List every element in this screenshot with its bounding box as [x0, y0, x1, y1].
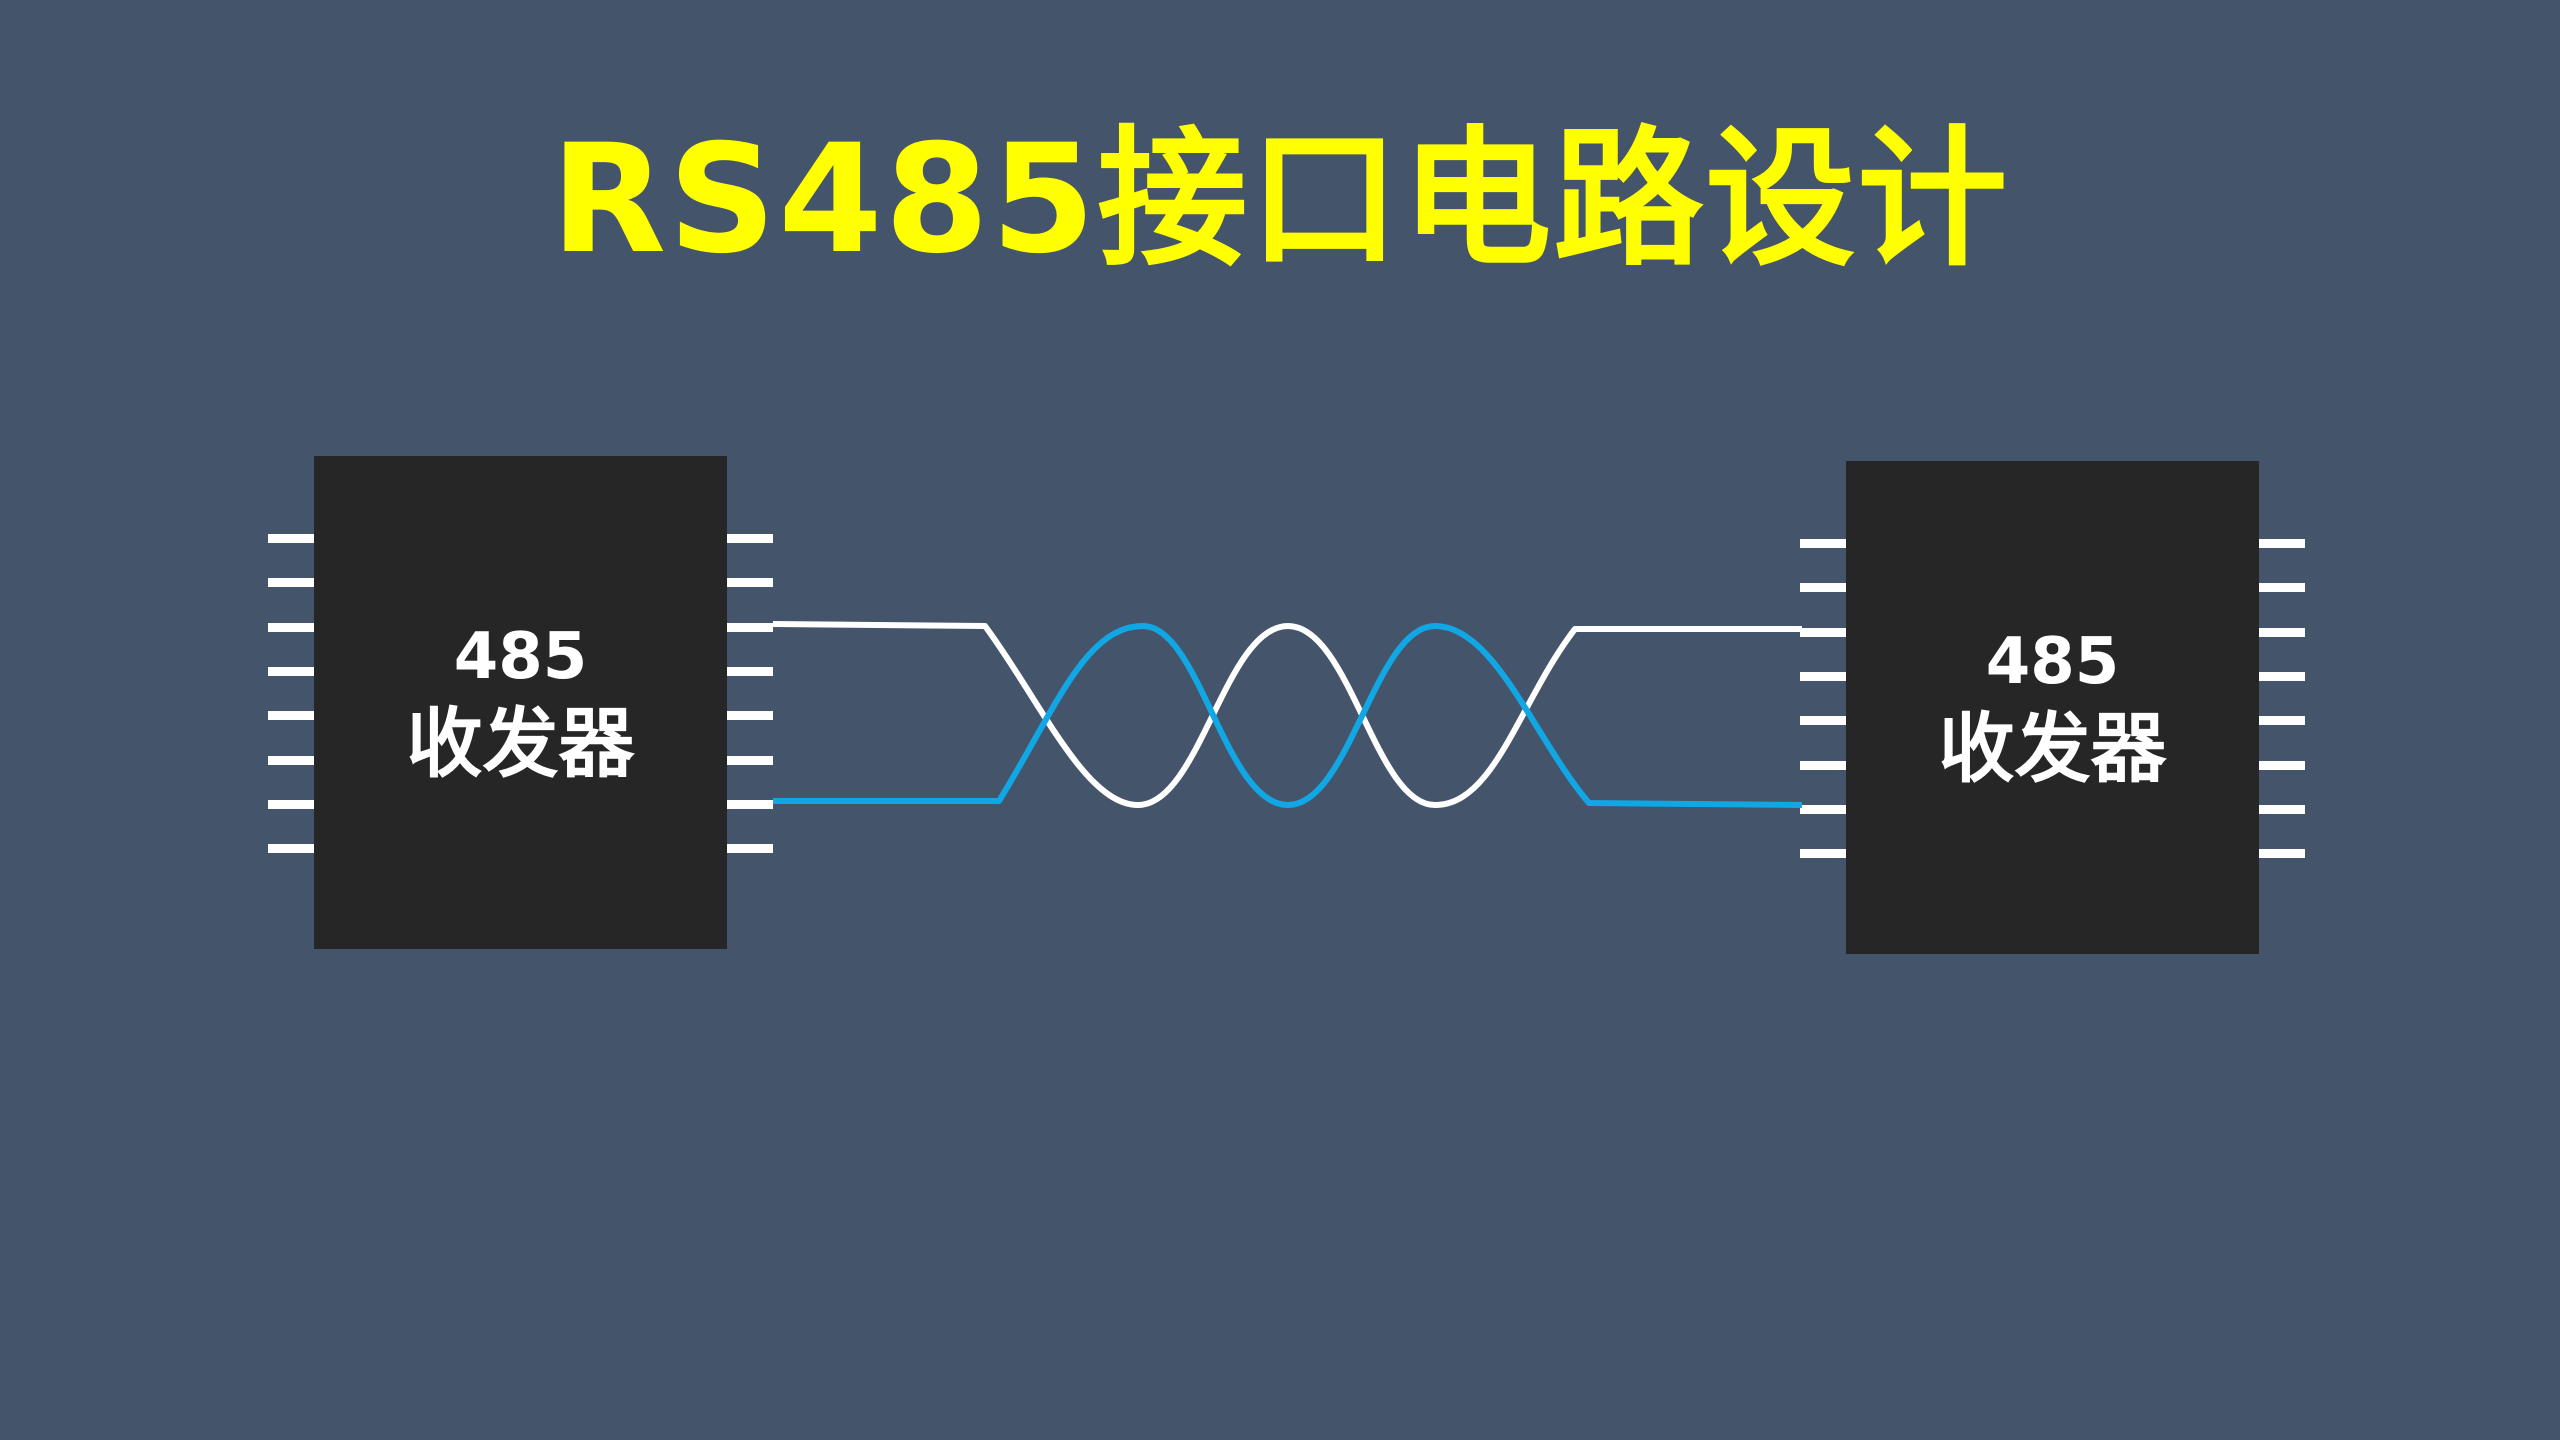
left-chip-left-pin — [268, 534, 314, 543]
left-chip-left-pin — [268, 756, 314, 765]
right-chip-right-pin — [2259, 849, 2305, 858]
page-title: RS485接口电路设计 — [550, 113, 2010, 287]
left-chip-right-pin — [727, 844, 773, 853]
left-chip-left-pin — [268, 711, 314, 720]
left-chip-right-pin — [727, 711, 773, 720]
right-chip-left-pin — [1800, 672, 1846, 681]
wire-b-blue — [773, 623, 1803, 808]
chip-number-label: 485 — [453, 620, 588, 694]
left-chip-left-pin — [268, 800, 314, 809]
left-chip-left-pin — [268, 667, 314, 676]
left-chip-right-pin — [727, 756, 773, 765]
left-chip-right-pin — [727, 534, 773, 543]
left-chip-left-pin — [268, 578, 314, 587]
right-chip-left-pin — [1800, 761, 1846, 770]
right-chip-left-pin — [1800, 805, 1846, 814]
right-chip-right-pin — [2259, 628, 2305, 637]
right-chip-left-pin — [1800, 628, 1846, 637]
right-chip-right-pin — [2259, 672, 2305, 681]
transceiver-chip-left: 485 收发器 — [314, 456, 727, 949]
left-chip-right-pin — [727, 623, 773, 632]
wire-a-white — [772, 621, 1802, 808]
right-chip-right-pin — [2259, 539, 2305, 548]
left-chip-left-pin — [268, 844, 314, 853]
left-chip-right-pin — [727, 667, 773, 676]
right-chip-right-pin — [2259, 583, 2305, 592]
left-chip-right-pin — [727, 578, 773, 587]
chip-number-label: 485 — [1985, 625, 2120, 699]
right-chip-left-pin — [1800, 849, 1846, 858]
right-chip-left-pin — [1800, 539, 1846, 548]
transceiver-chip-right: 485 收发器 — [1846, 461, 2259, 954]
right-chip-left-pin — [1800, 583, 1846, 592]
right-chip-right-pin — [2259, 716, 2305, 725]
left-chip-left-pin — [268, 623, 314, 632]
right-chip-left-pin — [1800, 716, 1846, 725]
right-chip-right-pin — [2259, 761, 2305, 770]
chip-name-label: 收发器 — [406, 699, 635, 788]
left-chip-right-pin — [727, 800, 773, 809]
chip-name-label: 收发器 — [1938, 704, 2167, 793]
right-chip-right-pin — [2259, 805, 2305, 814]
